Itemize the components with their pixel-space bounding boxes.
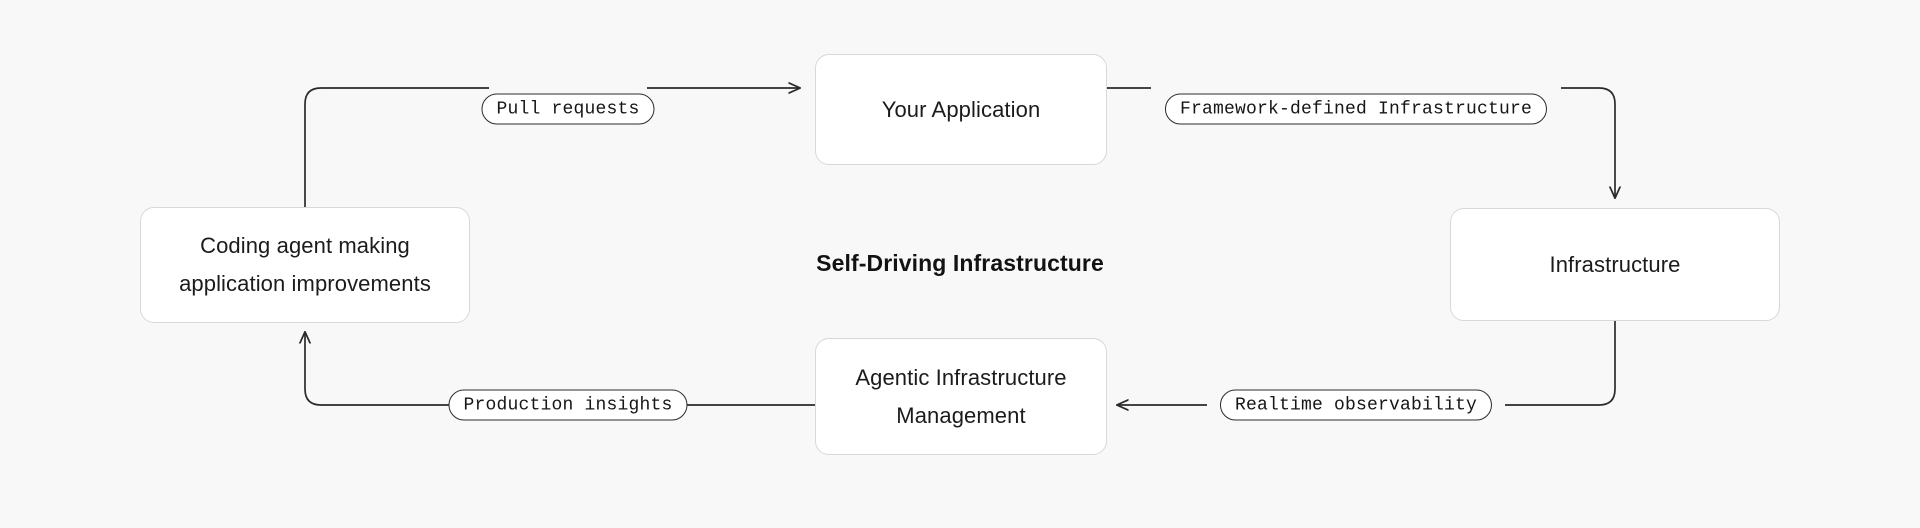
node-agentic-management-label: Agentic Infrastructure Management: [855, 364, 1067, 428]
node-your-application[interactable]: Your Application: [815, 54, 1107, 165]
edge-label-realtime-observability-text: Realtime observability: [1234, 395, 1478, 415]
node-infrastructure-label: Infrastructure: [1549, 251, 1681, 277]
edge-label-framework-defined-infrastructure: Framework-defined Infrastructure: [1164, 93, 1548, 125]
node-your-application-label: Your Application: [881, 96, 1041, 122]
node-agentic-management[interactable]: Agentic Infrastructure Management: [815, 338, 1107, 455]
edge-label-pull-requests-text: Pull requests: [496, 99, 640, 119]
edge-label-pull-requests: Pull requests: [481, 93, 655, 125]
node-coding-agent[interactable]: Coding agent making application improvem…: [140, 207, 470, 323]
edge-label-production-insights-text: Production insights: [463, 395, 673, 415]
diagram-title: Self-Driving Infrastructure: [816, 250, 1104, 276]
edge-label-production-insights: Production insights: [448, 389, 688, 421]
node-infrastructure[interactable]: Infrastructure: [1450, 208, 1780, 321]
edge-label-realtime-observability: Realtime observability: [1219, 389, 1493, 421]
node-coding-agent-label: Coding agent making application improvem…: [179, 233, 431, 296]
edge-label-framework-defined-infrastructure-text: Framework-defined Infrastructure: [1179, 99, 1533, 119]
